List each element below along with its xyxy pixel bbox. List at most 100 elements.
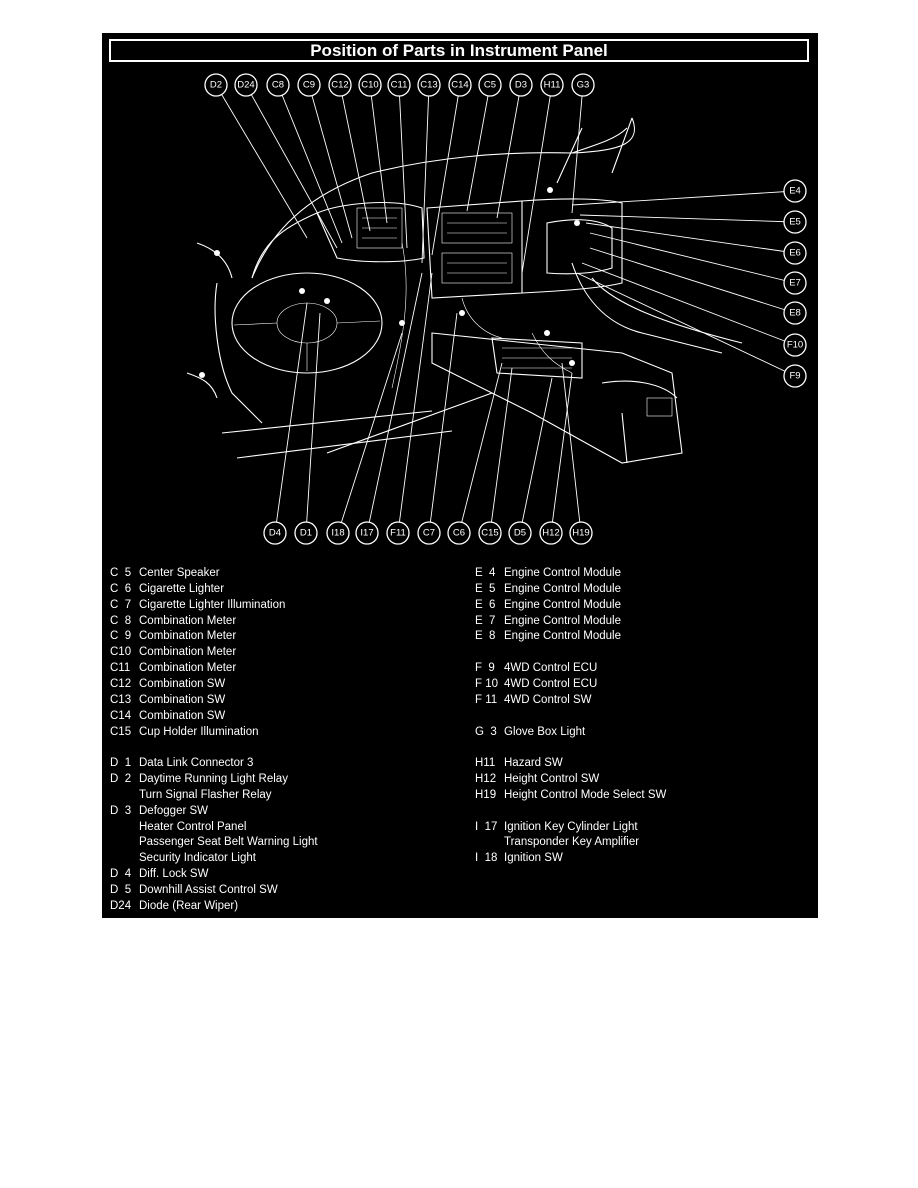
callout-c11-circle: [387, 73, 411, 97]
callout-i17-leader-line: [366, 272, 423, 534]
callout-c10-leader-line: [369, 84, 388, 224]
callout-e4-circle: [783, 179, 807, 203]
callout-d1-label: D1: [300, 528, 312, 539]
callout-e4-leader-line: [571, 190, 796, 206]
callout-c8-label: C8: [272, 80, 284, 91]
callout-d2: D2: [204, 73, 228, 97]
callout-i17-label: I17: [360, 528, 373, 539]
callout-c5: C5: [478, 73, 502, 97]
legend-code: I 17: [475, 820, 498, 833]
legend-code: C15: [110, 725, 132, 738]
legend-description: Combination SW: [139, 677, 226, 690]
callout-d2-circle: [204, 73, 228, 97]
callout-e5-circle: [783, 210, 807, 234]
callout-d2-label: D2: [210, 80, 222, 91]
callout-f11-leader-line: [397, 272, 433, 534]
legend-description: Combination SW: [139, 693, 226, 706]
callout-f10-circle: [783, 333, 807, 357]
callout-f9-leader-line: [576, 272, 796, 377]
callout-g3-label: G3: [577, 80, 590, 91]
legend-code: D 1: [110, 757, 132, 770]
callout-c12-label: C12: [331, 80, 348, 91]
legend-code: D24: [110, 899, 132, 912]
legend-description: Center Speaker: [139, 567, 220, 579]
legend-description: Engine Control Module: [504, 582, 621, 595]
callout-i18-label: I18: [331, 528, 344, 539]
callout-e6-leader-line: [585, 222, 796, 254]
callout-c13: C13: [417, 73, 441, 97]
callout-h11-label: H11: [544, 80, 561, 91]
legend-code: C10: [110, 646, 132, 659]
callout-h19-leader-line: [561, 362, 582, 534]
legend-code: C11: [110, 662, 131, 675]
callout-c11-label: C11: [391, 80, 408, 91]
callout-e8-leader-line: [589, 247, 796, 314]
callout-h12: H12: [539, 521, 563, 545]
callout-c10-circle: [358, 73, 382, 97]
legend-code: D 5: [110, 884, 132, 896]
legend-description: Ignition Key Cylinder Light: [504, 820, 638, 833]
callout-f10: F10: [783, 333, 807, 357]
callout-d24-circle: [234, 73, 258, 97]
callout-e7: E7: [783, 271, 807, 295]
legend-code: C12: [110, 677, 132, 690]
callout-d24-leader-line: [245, 84, 338, 249]
callout-e6-circle: [783, 241, 807, 265]
legend-code: D 4: [110, 868, 132, 881]
callout-h19: H19: [569, 521, 593, 545]
legend-code: F 10: [475, 677, 499, 690]
callout-c15-circle: [478, 521, 502, 545]
callout-d3-circle: [509, 73, 533, 97]
legend-description: Downhill Assist Control SW: [139, 884, 278, 896]
legend-description: Daytime Running Light Relay: [139, 773, 288, 786]
legend-description: Diff. Lock SW: [139, 868, 209, 881]
callout-f10-leader-line: [581, 262, 796, 346]
callout-h12-circle: [539, 521, 563, 545]
callout-d3-label: D3: [515, 80, 527, 91]
legend-code: H19: [475, 788, 497, 801]
callout-c6-label: C6: [453, 528, 465, 539]
callout-d3-leader-line: [496, 84, 522, 219]
callout-c10: C10: [358, 73, 382, 97]
callout-e5-label: E5: [789, 217, 801, 228]
legend-code: F 9: [475, 662, 495, 675]
callout-e4-label: E4: [789, 186, 801, 197]
legend-description: Engine Control Module: [504, 567, 621, 579]
callout-c5-label: C5: [484, 80, 496, 91]
legend-code: C 8: [110, 614, 132, 627]
callout-f11-label: F11: [390, 528, 406, 539]
callout-e7-circle: [783, 271, 807, 295]
callout-d1-leader-line: [305, 312, 321, 534]
callout-i18: I18: [326, 521, 350, 545]
legend-code: C 5: [110, 567, 132, 579]
legend-code: E 6: [475, 598, 496, 611]
legend-code: D 3: [110, 804, 132, 817]
callout-e6-label: E6: [789, 248, 801, 259]
legend-description: Diode (Rear Wiper): [139, 899, 239, 912]
callout-e8-label: E8: [789, 308, 801, 319]
callout-e4: E4: [783, 179, 807, 203]
callout-c14-label: C14: [451, 80, 468, 91]
callout-c8-leader-line: [277, 84, 343, 244]
legend-description: Passenger Seat Belt Warning Light: [139, 836, 318, 849]
callout-c12-leader-line: [339, 84, 371, 232]
callout-f10-label: F10: [787, 340, 803, 351]
callout-e5-leader-line: [579, 214, 796, 223]
legend-description: Combination SW: [139, 709, 226, 722]
callout-c9: C9: [297, 73, 321, 97]
legend-description: Combination Meter: [139, 630, 237, 643]
legend-code: C14: [110, 709, 132, 722]
callout-c12: C12: [328, 73, 352, 97]
callout-i17-circle: [355, 521, 379, 545]
callout-d1-circle: [294, 521, 318, 545]
callout-c5-circle: [478, 73, 502, 97]
legend-description: Heater Control Panel: [139, 820, 247, 833]
legend-description: Ignition SW: [504, 852, 563, 865]
callout-i17: I17: [355, 521, 379, 545]
callout-c8: C8: [266, 73, 290, 97]
legend-description: Transponder Key Amplifier: [504, 836, 640, 849]
callout-d24: D24: [234, 73, 258, 97]
callout-d5-leader-line: [519, 377, 553, 534]
legend-code: H12: [475, 773, 497, 786]
